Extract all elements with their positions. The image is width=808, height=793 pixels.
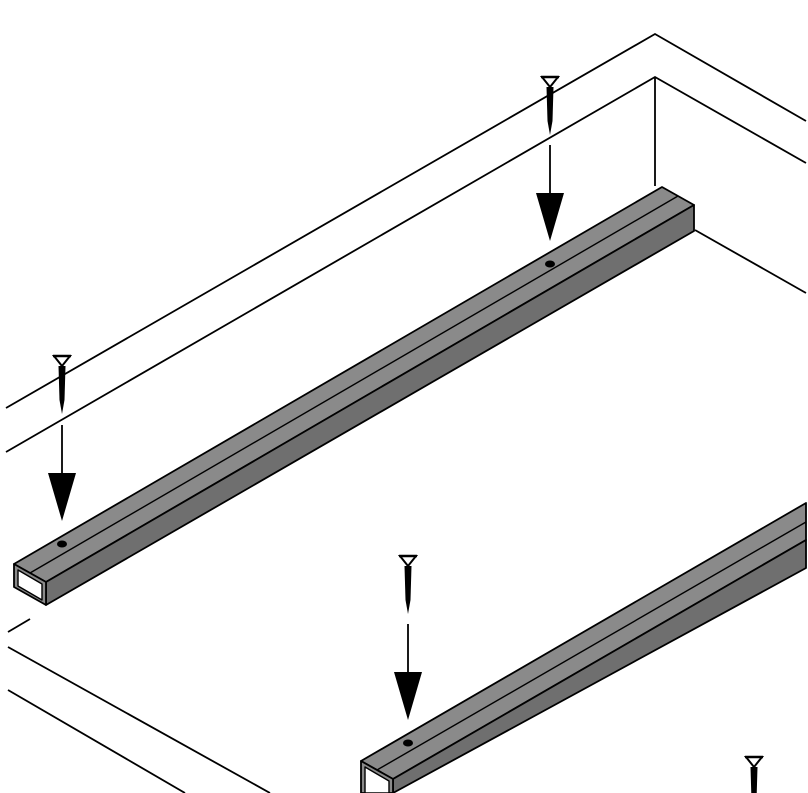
screw-icon [51, 354, 73, 416]
screw-icon [397, 554, 419, 616]
screw-icon [539, 75, 561, 137]
panel-lower-edge [7, 689, 186, 793]
panel-front-edge [7, 646, 271, 793]
panel-rear-edge [694, 229, 807, 294]
rail-upper [13, 186, 695, 606]
rail-upper-hole-right [545, 260, 555, 268]
rail-lower [360, 502, 807, 793]
rail-lower-top-face [360, 502, 807, 780]
panel-left-edge-stub [7, 618, 31, 633]
down-arrow-icon [47, 424, 77, 522]
rail-upper-center-line [29, 195, 679, 574]
rail-lower-side-face [392, 539, 807, 793]
panel-outline [5, 32, 807, 793]
rail-upper-side-face [45, 204, 695, 606]
rail-lower-hole-left [403, 739, 413, 747]
screw-icon [743, 755, 765, 793]
down-arrow-icon [393, 623, 423, 721]
rail-upper-hole-left [57, 540, 67, 548]
rail-lower-center-line [376, 521, 807, 771]
panel-outer-edge [5, 32, 807, 409]
down-arrow-icon [535, 144, 565, 242]
rail-upper-tube-opening [17, 569, 43, 601]
rail-lower-tube-opening [364, 766, 390, 793]
